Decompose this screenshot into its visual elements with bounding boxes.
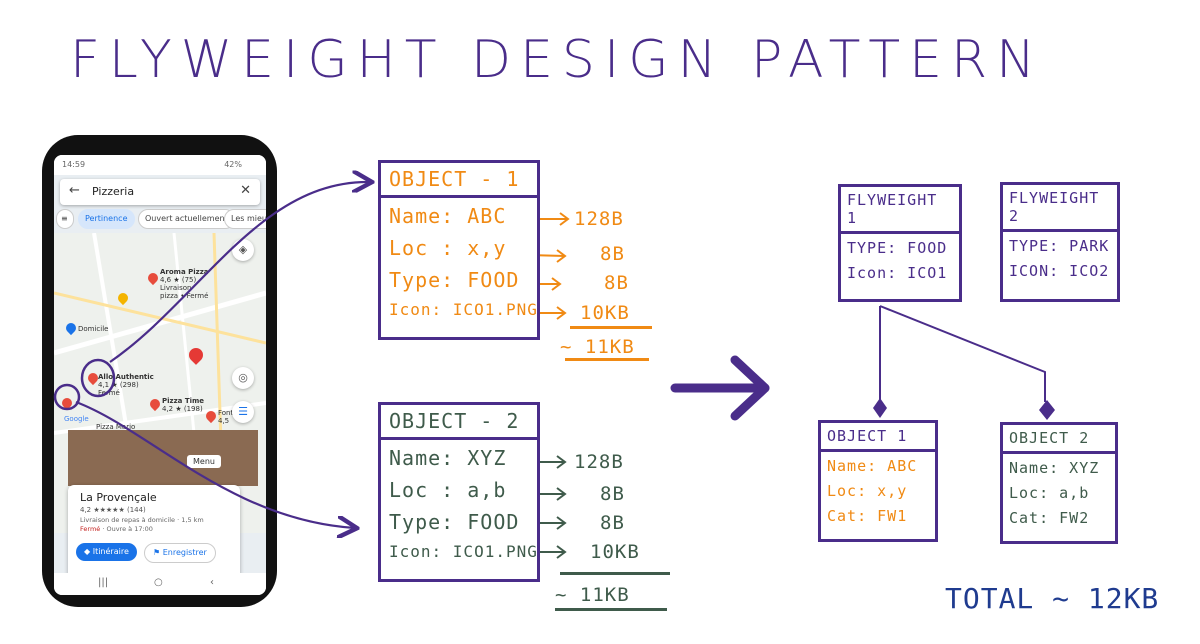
back-icon[interactable]: ‹	[210, 577, 214, 588]
total-size: TOTAL ~ 12KB	[945, 582, 1160, 615]
place-photos[interactable]	[68, 430, 258, 486]
object2-box: OBJECT - 2 Name: XYZ Loc : a,b Type: FOO…	[378, 402, 540, 582]
object2-loc: Loc : a,b	[389, 478, 507, 502]
google-logo: Google	[64, 415, 89, 423]
small-object1-cat: Cat: FW1	[827, 507, 908, 525]
small-object1-box: OBJECT 1 Name: ABC Loc: x,y Cat: FW1	[818, 420, 938, 542]
locate-icon[interactable]: ◎	[232, 367, 254, 389]
flyweight1-icon: Icon: ICO1	[847, 264, 948, 282]
object2-sum-line	[560, 572, 670, 575]
battery-level: 42%	[224, 160, 242, 169]
small-object2-box: OBJECT 2 Name: XYZ Loc: a,b Cat: FW2	[1000, 422, 1118, 544]
object1-total-underline	[565, 358, 649, 361]
layers-icon[interactable]: ◈	[232, 239, 254, 261]
place-hours-status: Fermé · Ouvre à 17:00	[80, 525, 153, 533]
object1-size-name: 128B	[574, 208, 624, 230]
flyweight2-box: FLYWEIGHT 2 TYPE: PARK ICON: ICO2	[1000, 182, 1120, 302]
back-arrow-icon[interactable]: ←	[69, 183, 80, 198]
object2-size-loc: 8B	[600, 483, 625, 505]
place-rating: 4,2 ★★★★★ (144)	[80, 506, 146, 514]
object1-total: ~ 11KB	[560, 336, 635, 358]
object1-header: OBJECT - 1	[381, 163, 537, 198]
object2-type: Type: FOOD	[389, 510, 520, 534]
place-delivery: Livraison de repas à domicile · 1,5 km	[80, 516, 204, 524]
object2-name: Name: XYZ	[389, 446, 507, 470]
object2-size-name: 128B	[574, 451, 624, 473]
object1-size-type: 8B	[604, 272, 629, 294]
home-icon[interactable]: ○	[154, 577, 163, 588]
flyweight2-icon: ICON: ICO2	[1009, 262, 1110, 280]
filter-icon[interactable]: ≡	[56, 209, 74, 229]
phone-screen: 14:59 42% ← Pizzeria ✕ ≡ Pertinence Ouve…	[54, 155, 266, 595]
object2-icon: Icon: ICO1.PNG	[389, 542, 538, 561]
object1-sum-line	[570, 326, 652, 329]
object1-name: Name: ABC	[389, 204, 507, 228]
object1-type: Type: FOOD	[389, 268, 520, 292]
place-label: Domicile	[78, 325, 109, 333]
chip-open-now[interactable]: Ouvert actuellement	[138, 209, 235, 229]
object2-total: ~ 11KB	[555, 584, 630, 606]
phone-nav-bar: ||| ○ ‹	[54, 573, 266, 595]
chip-pertinence[interactable]: Pertinence	[78, 209, 135, 229]
object2-total-underline	[555, 608, 667, 611]
object1-icon: Icon: ICO1.PNG	[389, 300, 538, 319]
object1-size-icon: 10KB	[580, 302, 630, 324]
small-object1-header: OBJECT 1	[821, 423, 935, 452]
itinerary-button[interactable]: ◆ Itinéraire	[76, 543, 137, 561]
small-object1-name: Name: ABC	[827, 457, 918, 475]
small-object2-name: Name: XYZ	[1009, 459, 1100, 477]
object1-size-loc: 8B	[600, 243, 625, 265]
save-button[interactable]: ⚑ Enregistrer	[144, 543, 216, 563]
place-name: La Provençale	[80, 491, 157, 504]
object2-size-icon: 10KB	[590, 541, 640, 563]
object2-header: OBJECT - 2	[381, 405, 537, 440]
search-query[interactable]: Pizzeria	[92, 185, 135, 198]
search-bar[interactable]: ← Pizzeria ✕	[60, 179, 260, 205]
close-icon[interactable]: ✕	[240, 183, 251, 198]
small-object2-header: OBJECT 2	[1003, 425, 1115, 454]
flyweight-associations	[879, 305, 1046, 402]
flyweight1-type: TYPE: FOOD	[847, 239, 948, 257]
diagram-title: FLYWEIGHT DESIGN PATTERN	[70, 30, 1045, 90]
status-bar: 14:59 42%	[54, 155, 266, 175]
diamond-icon	[1039, 400, 1055, 420]
flyweight2-type: TYPE: PARK	[1009, 237, 1110, 255]
chip-best[interactable]: Les mieux	[224, 209, 266, 229]
diamond-icon	[873, 398, 887, 418]
small-object2-cat: Cat: FW2	[1009, 509, 1090, 527]
flyweight1-header: FLYWEIGHT 1	[841, 187, 959, 234]
object2-size-type: 8B	[600, 512, 625, 534]
object1-box: OBJECT - 1 Name: ABC Loc : x,y Type: FOO…	[378, 160, 540, 340]
filter-chips: ≡ Pertinence Ouvert actuellement Les mie…	[54, 209, 266, 231]
list-icon[interactable]: ☰	[232, 401, 254, 423]
flyweight1-box: FLYWEIGHT 1 TYPE: FOOD Icon: ICO1	[838, 184, 962, 302]
small-object1-loc: Loc: x,y	[827, 482, 908, 500]
status-time: 14:59	[62, 160, 86, 169]
small-object2-loc: Loc: a,b	[1009, 484, 1090, 502]
place-card[interactable]: La Provençale 4,2 ★★★★★ (144) Livraison …	[68, 485, 240, 580]
recent-apps-icon[interactable]: |||	[98, 577, 109, 588]
object1-loc: Loc : x,y	[389, 236, 507, 260]
flyweight2-header: FLYWEIGHT 2	[1003, 185, 1117, 232]
menu-button[interactable]: Menu	[187, 455, 221, 468]
